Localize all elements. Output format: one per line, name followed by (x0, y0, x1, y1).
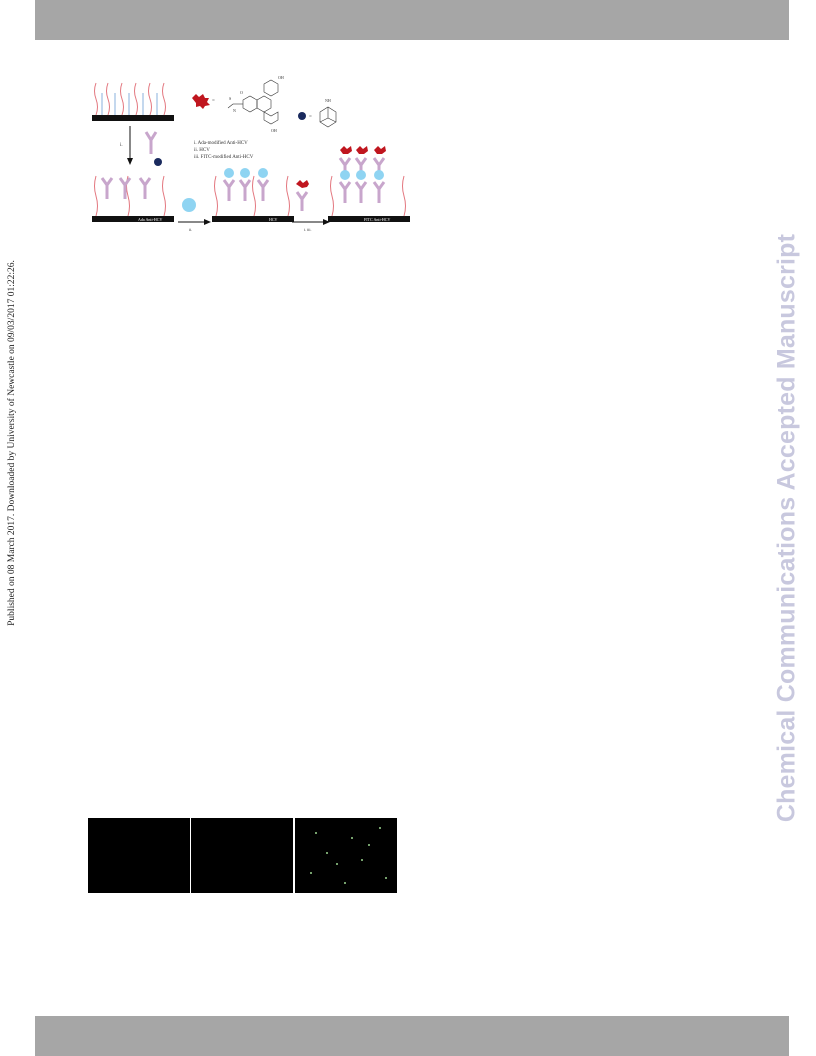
down-arrow-label: i. (120, 143, 123, 148)
svg-text:=: = (309, 115, 312, 120)
stage-1-surface: Ada Anti-HCV (92, 175, 174, 222)
arrow-1: ii. (178, 198, 211, 232)
fluorescent-spot (343, 881, 346, 884)
initial-surface (92, 82, 174, 121)
journal-watermark-text: Chemical Communications Accepted Manuscr… (772, 233, 801, 823)
fluorescent-spot (384, 876, 387, 879)
fitc-structure (227, 79, 279, 125)
fluorescent-spot (361, 859, 364, 862)
svg-text:ii.: ii. (189, 227, 192, 232)
svg-text:i. iii.: i. iii. (304, 227, 311, 232)
footer-bar (35, 1016, 789, 1056)
svg-text:S: S (229, 96, 231, 101)
svg-text:ii. HCV: ii. HCV (194, 148, 210, 153)
fitc-legend: = OH OH O S N (192, 75, 284, 133)
micrograph-panel-3 (295, 818, 397, 893)
substrate-bar (92, 115, 174, 121)
step-legend: i. Ada-modified Anti-HCV ii. HCV iii. FI… (194, 141, 254, 160)
fluorescent-spot (335, 863, 338, 865)
svg-text:OH: OH (278, 75, 284, 80)
micrograph-panel-1 (88, 818, 190, 893)
svg-text:FITC Anti-HCV: FITC Anti-HCV (364, 217, 390, 222)
svg-text:OH: OH (271, 128, 277, 133)
polymer-brushes (94, 82, 166, 116)
scheme-figure: i. = OH OH O S N = NH (92, 75, 410, 232)
svg-text:Ada Anti-HCV: Ada Anti-HCV (138, 217, 162, 222)
arrow-2: i. iii. (292, 180, 330, 232)
micrograph-panel-2 (191, 818, 293, 893)
adamantane-dot-icon (154, 158, 162, 166)
svg-text:i. Ada-modified Anti-HCV: i. Ada-modified Anti-HCV (194, 141, 248, 146)
fluorescent-spot (325, 851, 328, 854)
svg-text:iii. FITC-modified Anti-HCV: iii. FITC-modified Anti-HCV (194, 155, 254, 160)
svg-text:O: O (240, 90, 243, 95)
fluorescent-spot (315, 831, 318, 834)
antibody-icon (144, 131, 162, 166)
header-bar (35, 0, 789, 40)
fitc-star-icon (192, 94, 210, 109)
fluorescent-spot (310, 872, 313, 874)
adamantane-legend: = NH (298, 98, 337, 128)
download-notice-text: Published on 08 March 2017. Downloaded b… (7, 260, 17, 626)
down-arrow: i. (120, 126, 133, 165)
adamantane-structure (319, 106, 337, 128)
svg-text:HCV: HCV (269, 217, 278, 222)
fluorescent-spot (368, 844, 371, 847)
stage-2-surface: HCV (212, 168, 294, 222)
svg-text:=: = (212, 99, 215, 104)
svg-text:NH: NH (325, 98, 331, 103)
svg-text:N: N (233, 108, 236, 113)
fluorescent-spot (378, 827, 381, 829)
fluorescent-spot (351, 836, 354, 839)
stage-3-surface: FITC Anti-HCV (328, 146, 410, 222)
virus-icon (182, 198, 196, 212)
